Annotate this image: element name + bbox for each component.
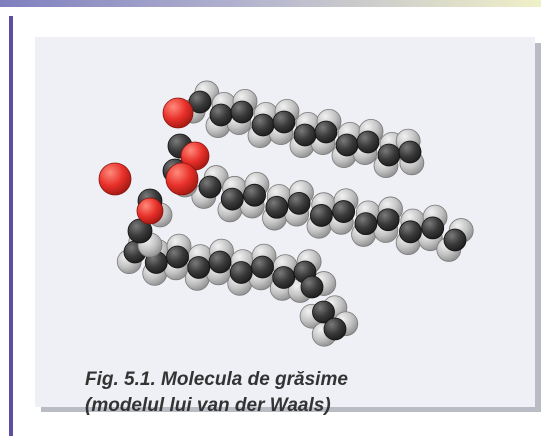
carbon-atom <box>398 140 422 164</box>
carbon-atom <box>229 261 253 284</box>
oxygen-atom <box>98 162 132 196</box>
carbon-atom <box>220 187 244 211</box>
caption-line-2: (modelul lui van der Waals) <box>85 395 331 416</box>
carbon-atom <box>243 183 266 207</box>
carbon-atom <box>354 212 378 236</box>
carbon-atom <box>198 175 222 199</box>
carbon-atom <box>323 317 347 341</box>
carbon-atom <box>312 300 335 324</box>
carbon-atom <box>208 250 232 274</box>
carbon-atom <box>265 195 289 219</box>
figure-panel: Fig. 5.1. Molecula de grăsime (modelul l… <box>35 37 535 416</box>
carbon-atom <box>209 103 233 127</box>
carbon-atom <box>332 200 356 223</box>
carbon-atom <box>335 133 359 157</box>
carbon-atom <box>399 220 422 244</box>
carbon-atom <box>293 123 317 147</box>
fat-molecule-illustration <box>98 80 474 347</box>
carbon-atom <box>166 245 189 269</box>
carbon-atom <box>300 275 324 299</box>
carbon-atom <box>356 130 380 154</box>
panel-shadow-right <box>535 43 541 412</box>
carbon-atom <box>421 216 445 240</box>
oxygen-atom <box>136 197 164 225</box>
panel-shadow-bottom <box>41 407 541 412</box>
carbon-atom <box>251 113 275 137</box>
carbon-atom <box>188 90 212 114</box>
carbon-atom <box>314 120 338 144</box>
carbon-atom <box>376 208 400 232</box>
carbon-atom <box>377 143 401 167</box>
carbon-atom <box>272 266 296 289</box>
carbon-atom <box>443 228 467 252</box>
carbon-atom <box>272 110 296 134</box>
carbon-atom <box>309 204 333 227</box>
left-accent-rule <box>9 16 13 436</box>
carbon-atom <box>187 256 211 279</box>
carbon-atom <box>251 255 274 279</box>
oxygen-atom <box>162 97 194 129</box>
oxygen-atom <box>165 162 199 196</box>
figure-caption: Fig. 5.1. Molecula de grăsime (modelul l… <box>85 367 505 419</box>
caption-line-1: Fig. 5.1. Molecula de grăsime <box>85 369 348 390</box>
top-gradient-bar <box>0 0 541 7</box>
carbon-atom <box>287 191 311 215</box>
carbon-atom <box>230 100 254 124</box>
